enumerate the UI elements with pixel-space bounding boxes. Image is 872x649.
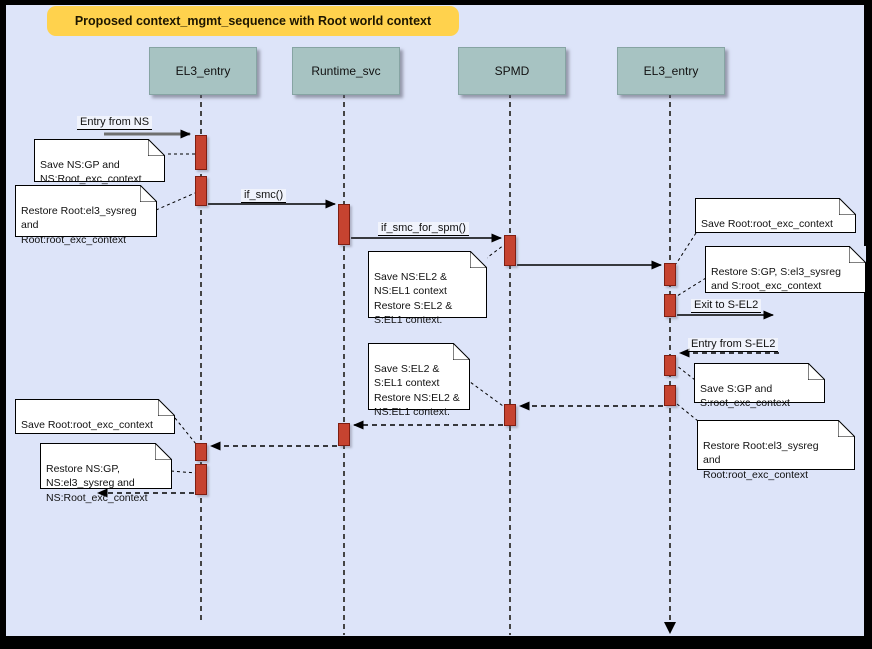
activation-bar bbox=[664, 294, 676, 317]
note-fold-corner bbox=[838, 420, 855, 437]
activation-bar bbox=[338, 204, 350, 245]
lifeline-header-runtime-svc: Runtime_svc bbox=[292, 47, 400, 95]
note-text: Restore NS:GP, NS:el3_sysreg and NS:Root… bbox=[46, 462, 148, 504]
lifeline-header-el3-entry-right: EL3_entry bbox=[617, 47, 725, 95]
activation-bar bbox=[664, 355, 676, 376]
note-fold-corner bbox=[808, 363, 825, 380]
message-label-entry-from-s-el2: Entry from S-EL2 bbox=[688, 338, 779, 352]
note-text: Save Root:root_exc_context bbox=[21, 418, 153, 431]
message-label-exit-to-s-el2: Exit to S-EL2 bbox=[691, 299, 762, 313]
note-fold-corner bbox=[155, 443, 172, 460]
note-restore-s-gp: Restore S:GP, S:el3_sysreg and S:root_ex… bbox=[705, 246, 866, 293]
message-label-entry-from-ns: Entry from NS bbox=[77, 116, 153, 130]
note-save-s-gp: Save S:GP and S:root_exc_context bbox=[694, 363, 825, 409]
note-fold-corner bbox=[148, 139, 165, 156]
lifeline-header-spmd: SPMD bbox=[458, 47, 566, 95]
note-fold-corner bbox=[158, 399, 175, 416]
note-restore-ns-gp: Restore NS:GP, NS:el3_sysreg and NS:Root… bbox=[40, 443, 172, 504]
note-fold-corner bbox=[140, 185, 157, 202]
note-text: Save S:EL2 & S:EL1 context Restore NS:EL… bbox=[374, 362, 460, 419]
note-save-s-el2: Save S:EL2 & S:EL1 context Restore NS:EL… bbox=[368, 343, 470, 418]
note-text: Save NS:EL2 & NS:EL1 context Restore S:E… bbox=[374, 270, 453, 327]
activation-bar bbox=[195, 135, 207, 170]
activation-bar bbox=[504, 235, 516, 266]
note-fold-corner bbox=[453, 343, 470, 360]
activation-bar bbox=[195, 176, 207, 206]
activation-bar bbox=[504, 404, 516, 426]
activation-bar bbox=[338, 423, 350, 446]
sequence-diagram-canvas bbox=[6, 5, 864, 636]
note-text: Restore Root:el3_sysreg and Root:root_ex… bbox=[703, 439, 819, 481]
diagram-title: Proposed context_mgmt_sequence with Root… bbox=[47, 6, 459, 36]
note-text: Save NS:GP and NS:Root_exc_context bbox=[40, 158, 142, 186]
message-label-if-smc: if_smc() bbox=[241, 189, 287, 203]
lifeline-header-el3-entry-left: EL3_entry bbox=[149, 47, 257, 95]
activation-bar bbox=[195, 464, 207, 495]
note-text: Restore Root:el3_sysreg and Root:root_ex… bbox=[21, 204, 137, 246]
note-save-root-exc-right: Save Root:root_exc_context bbox=[695, 198, 856, 233]
activation-bar bbox=[664, 263, 676, 286]
note-save-ns-el2: Save NS:EL2 & NS:EL1 context Restore S:E… bbox=[368, 251, 487, 326]
note-text: Restore S:GP, S:el3_sysreg and S:root_ex… bbox=[711, 265, 841, 293]
note-text: Save Root:root_exc_context bbox=[701, 217, 833, 230]
note-restore-root-sysreg-left: Restore Root:el3_sysreg and Root:root_ex… bbox=[15, 185, 157, 246]
activation-bar bbox=[664, 385, 676, 406]
note-restore-root-sysreg-right: Restore Root:el3_sysreg and Root:root_ex… bbox=[697, 420, 855, 481]
note-text: Save S:GP and S:root_exc_context bbox=[700, 382, 790, 410]
note-save-root-exc-left: Save Root:root_exc_context bbox=[15, 399, 175, 434]
note-fold-corner bbox=[849, 246, 866, 263]
note-save-ns-gp: Save NS:GP and NS:Root_exc_context bbox=[34, 139, 165, 185]
note-fold-corner bbox=[470, 251, 487, 268]
note-fold-corner bbox=[839, 198, 856, 215]
activation-bar bbox=[195, 443, 207, 461]
message-label-if-smc-for-spm: if_smc_for_spm() bbox=[378, 222, 469, 236]
